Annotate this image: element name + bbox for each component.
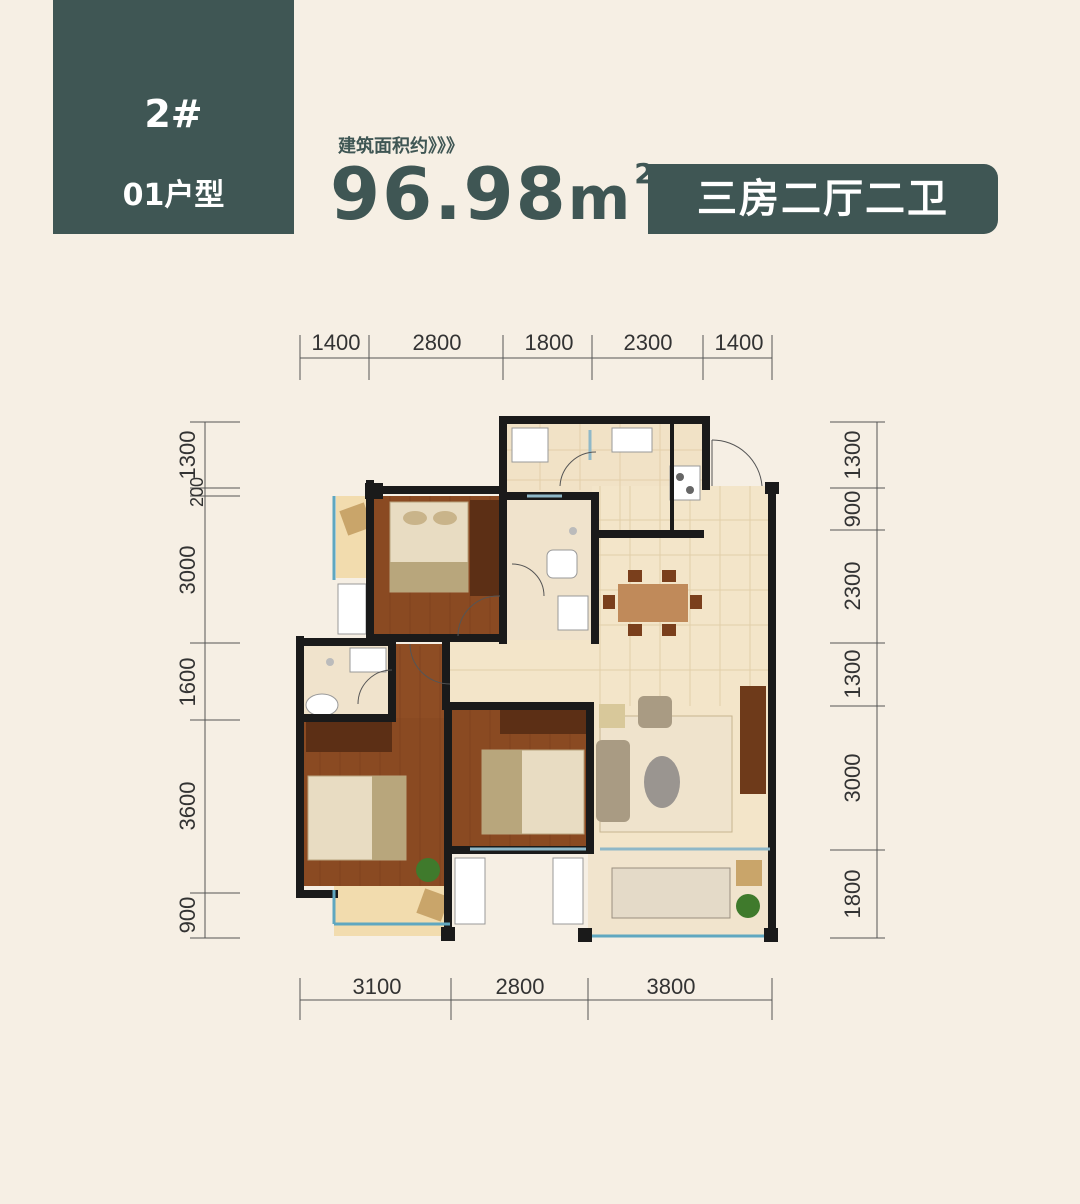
dim-bottom-1: 3100 [353,974,402,999]
wardrobe-3 [306,722,392,752]
furniture [305,427,766,925]
area-value: 96.98 [330,152,568,236]
dim-right-2: 900 [840,491,865,528]
armchair-icon [416,888,450,922]
toilet-icon [305,693,339,717]
dim-left-4: 1600 [175,658,200,707]
dim-left-2: 200 [187,477,207,507]
columns [365,482,779,942]
burner-icon [676,473,684,481]
burner-icon [686,486,694,494]
dim-right-4: 1300 [840,650,865,699]
chair-icon [662,570,676,582]
ac-unit-icon [552,857,584,925]
dim-right-6: 1800 [840,870,865,919]
dim-top-2: 2800 [413,330,462,355]
ac-unit-icon [454,857,486,925]
bed-2-blanket [482,750,522,834]
coffee-table-icon [644,756,680,808]
dim-left-5: 3600 [175,782,200,831]
dim-top-1: 1400 [312,330,361,355]
chair-icon [628,570,642,582]
unit-type: 01户型 [122,178,225,213]
dim-bottom-2: 2800 [496,974,545,999]
area-value-block: 96.98m2 [330,158,656,230]
layout-type-tag: 三房二厅二卫 [648,164,998,234]
chair-icon [690,595,702,609]
armchair-icon [736,860,762,886]
dim-right-3: 2300 [840,562,865,611]
floor-drain-icon [569,527,577,535]
area-label: 建筑面积约》》》 [338,136,464,157]
dim-top-5: 1400 [715,330,764,355]
sink-icon [557,595,589,631]
sink-icon [349,647,387,673]
tv-cabinet-icon [740,686,766,794]
dim-left-1: 1300 [175,431,200,480]
stove-icon [669,465,701,501]
windows [332,430,772,938]
dim-bottom-3: 3800 [647,974,696,999]
kitchen-sink-icon [611,427,653,453]
pillow-icon [403,511,427,525]
pillow-icon [433,511,457,525]
chair-icon [628,624,642,636]
dim-top-3: 1800 [525,330,574,355]
doors [357,439,763,705]
dining-table [618,584,688,622]
dimension-lines [190,335,885,1020]
armchair-icon [339,502,373,536]
dim-right-1: 1300 [840,431,865,480]
building-badge: 2# 01户型 [53,0,294,234]
balcony-planter [611,867,731,919]
dim-left-3: 3000 [175,546,200,595]
sofa-icon [596,740,630,822]
side-table-icon [599,704,625,728]
plant-icon [416,858,440,882]
fridge-icon [511,427,549,463]
dim-left-6: 900 [175,897,200,934]
plant-icon [736,894,760,918]
dim-top-4: 2300 [624,330,673,355]
bathtub-icon [546,549,578,579]
building-number: 2# [144,92,203,136]
floor-drain-icon [326,658,334,666]
hallway-floor [446,640,772,706]
wardrobe-1 [470,500,500,596]
armchair-icon [638,696,672,728]
chair-icon [662,624,676,636]
bed-3-blanket [372,776,406,860]
dim-right-5: 3000 [840,754,865,803]
bed-1-blanket [390,562,468,592]
ac-unit-icon [337,583,367,635]
chair-icon [603,595,615,609]
